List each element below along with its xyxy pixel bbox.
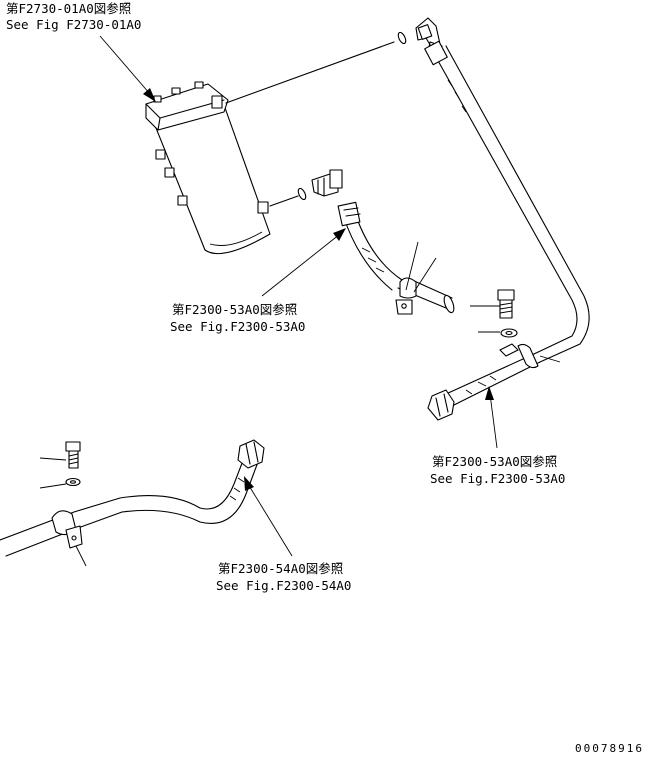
reference-label-jp: 第F2300-53A0図参照	[432, 454, 557, 469]
reference-label-hose-middle: 第F2300-53A0図参照 See Fig.F2300-53A0	[170, 302, 305, 334]
reference-label-en: See Fig.F2300-54A0	[216, 578, 351, 593]
o-ring-mid	[297, 187, 307, 201]
hose-middle	[337, 201, 455, 315]
hose-right	[424, 40, 590, 363]
washer-left	[65, 477, 81, 487]
reference-label-en: See Fig.F2300-53A0	[170, 319, 305, 334]
reference-label-hose-right: 第F2300-53A0図参照 See Fig.F2300-53A0	[430, 454, 565, 486]
reference-label-hose-left: 第F2300-54A0図参照 See Fig.F2300-54A0	[216, 561, 351, 593]
hose-lower-right	[427, 343, 541, 421]
washer-right	[500, 328, 518, 338]
reference-label-filter: 第F2730-01A0図参照 See Fig F2730-01A0	[6, 1, 141, 32]
reference-label-jp: 第F2300-53A0図参照	[172, 302, 297, 317]
reference-label-jp: 第F2730-01A0図参照	[6, 1, 131, 16]
drawing-number: 00078916	[575, 742, 644, 755]
elbow-fitting-top	[415, 17, 443, 57]
reference-label-jp: 第F2300-54A0図参照	[218, 561, 343, 576]
filter-outlet-line	[269, 195, 299, 207]
o-ring-top	[397, 31, 407, 45]
reference-label-en: See Fig F2730-01A0	[6, 17, 141, 32]
bolt-left	[65, 441, 81, 469]
filter-canister	[145, 81, 271, 255]
leader-lines	[39, 241, 561, 567]
bolt-right	[497, 289, 515, 319]
hose-bottom-left	[0, 439, 265, 557]
reference-arrows	[99, 35, 498, 557]
elbow-fitting-mid	[311, 169, 343, 197]
reference-label-en: See Fig.F2300-53A0	[430, 471, 565, 486]
hose-line-top	[225, 41, 395, 104]
